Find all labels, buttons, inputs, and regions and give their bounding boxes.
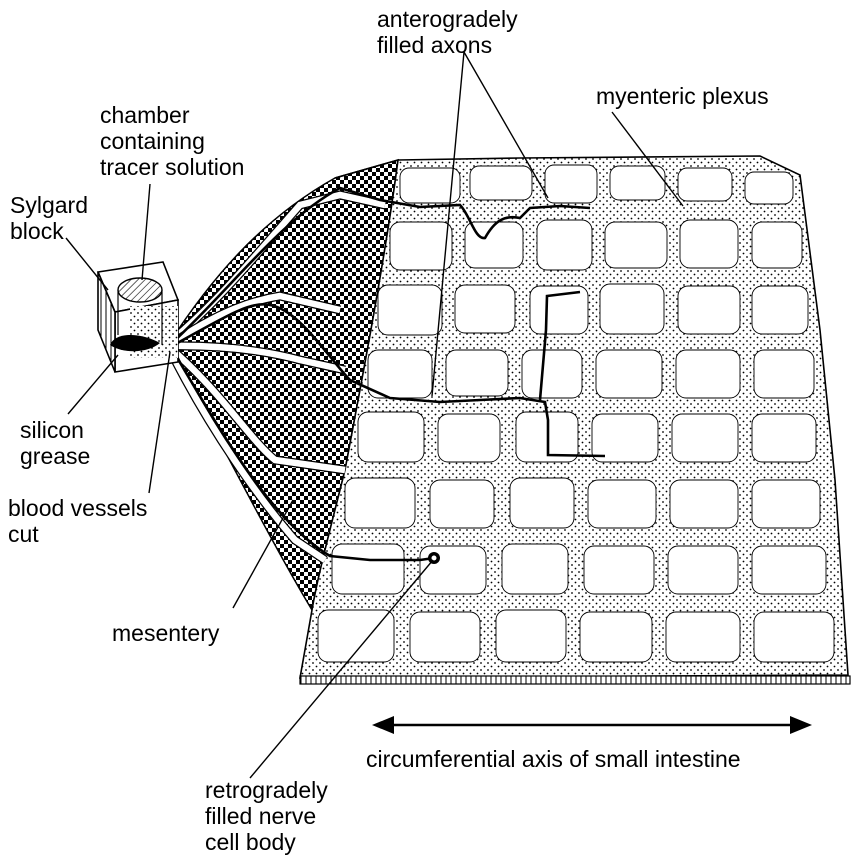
label-sylgard-block: Sylgard block <box>10 192 88 244</box>
label-circumferential-axis: circumferential axis of small intestine <box>366 746 741 772</box>
sylgard-block <box>98 262 178 372</box>
label-retrograde-cell-body: retrogradely filled nerve cell body <box>205 777 328 855</box>
axis-arrow <box>372 716 812 734</box>
label-chamber: chamber containing tracer solution <box>100 102 244 180</box>
label-myenteric-plexus: myenteric plexus <box>596 83 769 109</box>
label-anterograde-axons: anterogradely filled axons <box>377 6 518 58</box>
cut-edge-strip <box>300 676 850 684</box>
tracer-chamber <box>118 278 162 302</box>
label-mesentery: mesentery <box>112 620 219 646</box>
label-blood-vessels-cut: blood vessels cut <box>8 495 147 547</box>
cell-body <box>428 552 440 564</box>
label-silicon-grease: silicon grease <box>20 417 90 469</box>
